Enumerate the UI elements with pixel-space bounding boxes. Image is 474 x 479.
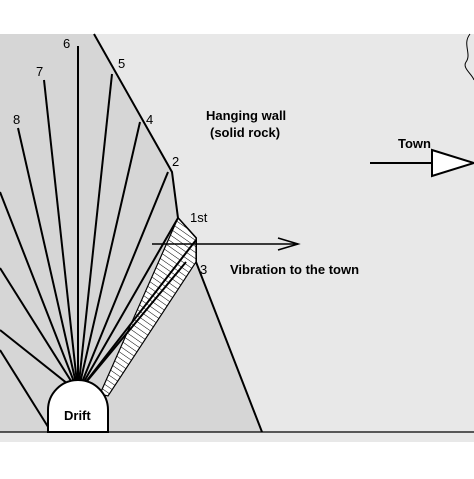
- drill-hole: [77, 217, 179, 393]
- drill-hole: [17, 127, 79, 393]
- drill-hole: [77, 171, 169, 393]
- hole-number-4: 4: [146, 112, 153, 127]
- hole-number-8: 8: [13, 112, 20, 127]
- vibration-label: Vibration to the town: [230, 262, 359, 277]
- map-edge: [464, 33, 474, 81]
- footwall-contact: [0, 349, 51, 431]
- hole-number-3: 3: [200, 262, 207, 277]
- drill-hole-fan: [0, 46, 197, 393]
- drill-hole: [77, 121, 141, 393]
- drill-hole: [43, 79, 79, 393]
- drift-label: Drift: [64, 408, 91, 423]
- hole-number-5: 5: [118, 56, 125, 71]
- drill-hole: [0, 191, 79, 393]
- hole-number-6: 6: [63, 36, 70, 51]
- hole-number-7: 7: [36, 64, 43, 79]
- drill-hole: [77, 73, 113, 393]
- drift: [47, 379, 109, 433]
- drill-hole: [77, 239, 197, 393]
- town-label: Town: [398, 136, 431, 151]
- first-blast-label: 1st: [190, 210, 208, 225]
- hole-number-2: 2: [172, 154, 179, 169]
- drill-hole: [0, 329, 79, 393]
- drill-hole: [0, 267, 79, 393]
- hanging-wall-label: Hanging wall: [206, 108, 286, 123]
- drill-hole: [77, 261, 187, 393]
- hanging-wall-sublabel: (solid rock): [210, 125, 280, 140]
- town-arrowhead-icon: [431, 148, 474, 178]
- vibration-arrowhead: [277, 237, 301, 251]
